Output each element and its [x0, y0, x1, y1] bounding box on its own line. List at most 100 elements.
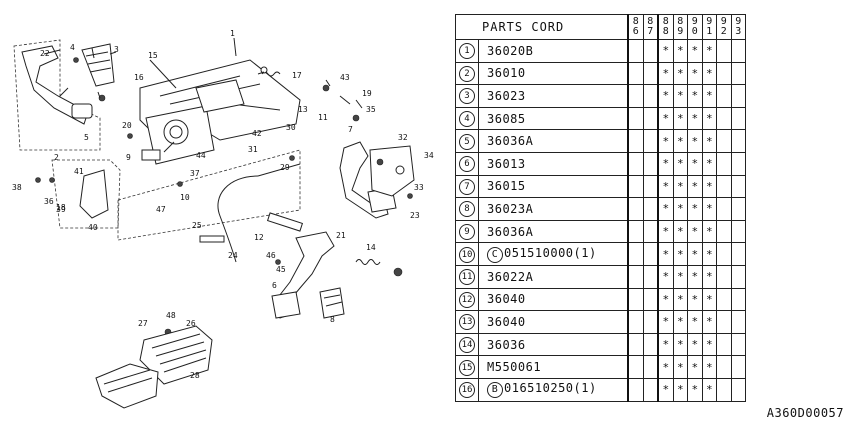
year-mark-cell: * — [701, 219, 717, 244]
callout-14: 14 — [366, 243, 376, 252]
part-code: 36036 — [487, 337, 526, 352]
callout-47: 47 — [156, 205, 166, 214]
row-number-cell: 2 — [455, 61, 479, 86]
row-number-cell: 5 — [455, 129, 479, 153]
year-mark-cell — [716, 61, 732, 86]
year-mark-cell: * — [672, 355, 688, 379]
year-mark-cell: * — [657, 61, 674, 86]
year-mark-cell: * — [672, 129, 688, 153]
year-mark-cell — [627, 129, 644, 153]
callout-26: 26 — [186, 319, 196, 328]
part-code: 36040 — [487, 314, 526, 329]
year-mark-cell — [730, 377, 746, 402]
part-code-cell: 36036A — [478, 129, 629, 153]
year-mark-cell — [730, 129, 746, 153]
callout-48: 48 — [166, 311, 176, 320]
year-mark-cell: * — [687, 377, 703, 402]
year-mark-cell: * — [687, 355, 703, 379]
callout-46: 46 — [266, 251, 276, 260]
callout-33: 33 — [414, 183, 424, 192]
year-mark-cell: * — [687, 61, 703, 86]
part-code-cell: M550061 — [478, 355, 629, 379]
year-mark-cell — [716, 129, 732, 153]
year-mark-cell: * — [687, 39, 703, 63]
year-mark-cell — [716, 355, 732, 379]
year-mark-cell: * — [657, 310, 674, 334]
year-mark-cell — [730, 39, 746, 63]
row-number-cell: 6 — [455, 151, 479, 176]
bracket-32 — [369, 145, 415, 197]
callout-35: 35 — [366, 105, 376, 114]
cable-end — [257, 163, 301, 177]
part-code-cell: 36010 — [478, 61, 629, 86]
leader-lines — [43, 37, 363, 153]
year-mark-cell — [642, 129, 659, 153]
year-mark-cell: * — [657, 197, 674, 221]
year-mark-cell: * — [657, 106, 674, 131]
callout-31: 31 — [248, 145, 258, 154]
callout-13: 13 — [298, 105, 308, 114]
part-code-cell: 36040 — [478, 287, 629, 312]
year-mark-cell: * — [657, 355, 674, 379]
callout-6: 6 — [272, 281, 277, 290]
year-mark-cell: * — [687, 174, 703, 199]
part-code-cell: 36015 — [478, 174, 629, 199]
row-number-cell: 12 — [455, 287, 479, 312]
bushing-11 — [376, 158, 384, 166]
year-mark-cell — [730, 287, 746, 312]
year-mark-cell — [716, 332, 732, 357]
switch-9 — [141, 149, 161, 161]
year-mark-cell: * — [672, 84, 688, 108]
year-mark-cell: * — [672, 61, 688, 86]
year-mark-cell: * — [701, 242, 717, 266]
part-code: 36036A — [487, 134, 534, 149]
year-mark-cell: * — [701, 264, 717, 289]
year-mark-cell: * — [672, 39, 688, 63]
year-mark-cell: * — [672, 242, 688, 266]
year-mark-cell: * — [687, 242, 703, 266]
rod-12 — [266, 212, 304, 232]
callout-16: 16 — [134, 73, 144, 82]
year-mark-cell: * — [657, 264, 674, 289]
part-code-cell: 36023A — [478, 197, 629, 221]
year-mark-cell — [642, 355, 659, 379]
part-code: 051510000(1) — [504, 245, 597, 260]
year-mark-cell: * — [701, 39, 717, 63]
callout-38: 38 — [12, 183, 22, 192]
year-mark-cell — [730, 219, 746, 244]
row-number: 15 — [459, 359, 475, 376]
row-number-cell: 11 — [455, 264, 479, 289]
year-mark-cell — [642, 310, 659, 334]
year-mark-cell: * — [657, 242, 674, 266]
group-outline-bracket-left — [51, 159, 121, 229]
part-code: 36013 — [487, 156, 526, 171]
row-number: 11 — [459, 269, 475, 286]
year-mark-cell — [730, 355, 746, 379]
callout-15: 15 — [148, 51, 158, 60]
row-number: 8 — [459, 201, 475, 218]
year-mark-cell — [642, 174, 659, 199]
year-mark-cell: * — [701, 174, 717, 199]
year-mark-cell — [642, 197, 659, 221]
year-mark-cell — [627, 151, 644, 176]
year-mark-cell — [642, 84, 659, 108]
row-number-cell: 13 — [455, 310, 479, 334]
year-mark-cell: * — [687, 151, 703, 176]
part-code: 016510250(1) — [504, 381, 597, 396]
year-mark-cell — [716, 310, 732, 334]
year-mark-cell — [642, 219, 659, 244]
part-code-cell: 36040 — [478, 310, 629, 334]
year-mark-cell: * — [657, 129, 674, 153]
part-code: 36020B — [487, 43, 534, 58]
part-code-cell: 36013 — [478, 151, 629, 176]
